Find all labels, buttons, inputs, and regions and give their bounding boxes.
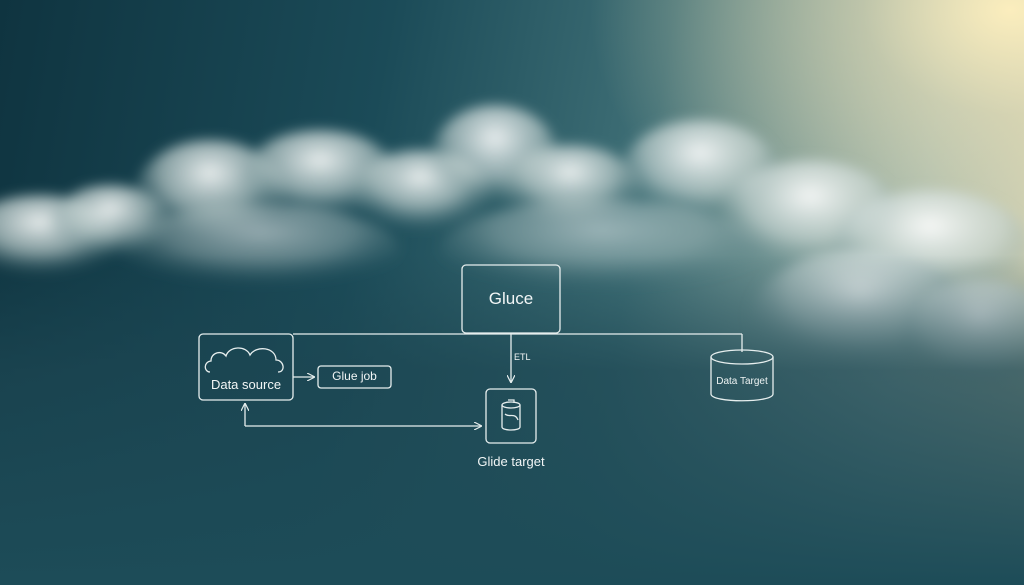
cloud-icon [204,347,284,373]
glide-target-label: Glide target [477,454,545,469]
data-source-node-box [198,333,294,401]
etl-label: ETL [514,352,531,362]
gluce-label: Gluce [488,289,534,308]
database-icon [501,399,521,431]
data-source-label: Data source [210,377,282,392]
lower-haze [0,255,1024,585]
gluce-node-box [461,264,561,334]
glue-job-node-box [317,365,392,389]
data-target-cylinder [710,349,774,402]
glide-target-node-box [485,388,537,444]
glue-job-label: Glue job [332,369,377,383]
data-target-label: Data Target [716,376,768,387]
